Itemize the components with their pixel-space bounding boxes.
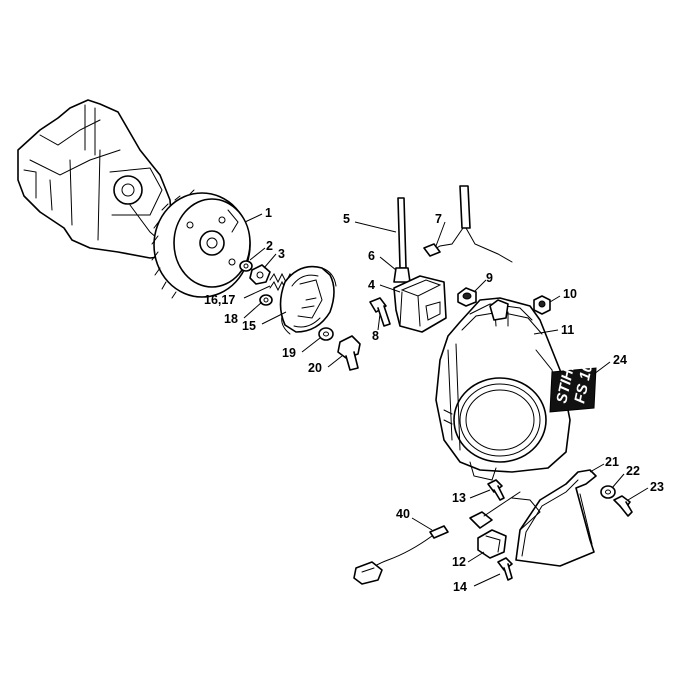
label-22: 22 bbox=[626, 464, 640, 478]
label-24: 24 bbox=[613, 353, 627, 367]
label-18: 18 bbox=[224, 312, 238, 326]
crankcase-part bbox=[17, 99, 173, 259]
label-9: 9 bbox=[486, 271, 493, 285]
label-15: 15 bbox=[242, 319, 256, 333]
label-6: 6 bbox=[368, 249, 375, 263]
label-4: 4 bbox=[368, 278, 375, 292]
leader-lines bbox=[243, 213, 649, 587]
washer-18-part bbox=[259, 294, 273, 306]
label-2: 2 bbox=[266, 239, 273, 253]
label-40: 40 bbox=[396, 507, 410, 521]
label-11: 11 bbox=[561, 323, 574, 337]
label-8: 8 bbox=[372, 329, 379, 343]
screw-23-part bbox=[613, 495, 633, 517]
label-14: 14 bbox=[453, 580, 467, 594]
grommet-10-part bbox=[533, 295, 551, 315]
label-12: 12 bbox=[452, 555, 466, 569]
nut-3-part bbox=[249, 264, 271, 285]
label-21: 21 bbox=[605, 455, 619, 469]
grommet-9-part bbox=[457, 287, 477, 307]
switch-part bbox=[469, 491, 521, 559]
label-5: 5 bbox=[343, 212, 350, 226]
label-20: 20 bbox=[308, 361, 322, 375]
washer-22-part bbox=[600, 485, 616, 499]
part-labels: 1 2 3 16,17 18 15 19 20 5 6 7 4 8 9 10 1… bbox=[204, 206, 664, 594]
decal-part: STIHL FS 108 bbox=[549, 353, 598, 413]
label-10: 10 bbox=[563, 287, 577, 301]
screw-8-part bbox=[369, 297, 391, 327]
label-1: 1 bbox=[265, 206, 272, 220]
fan-housing-part bbox=[435, 297, 571, 481]
label-13: 13 bbox=[452, 491, 466, 505]
label-23: 23 bbox=[650, 480, 664, 494]
clutch-part bbox=[279, 265, 337, 335]
washer-2-part bbox=[239, 260, 253, 272]
shoulder-screw-part bbox=[337, 335, 361, 371]
ground-wire-part bbox=[353, 525, 449, 585]
label-7: 7 bbox=[435, 212, 442, 226]
washer-19-part bbox=[318, 327, 334, 341]
label-16-17: 16,17 bbox=[204, 293, 235, 307]
spark-plug-lead-part bbox=[397, 197, 407, 269]
ignition-module-part bbox=[393, 275, 447, 333]
screw-13-part bbox=[487, 479, 505, 501]
flywheel-part bbox=[151, 189, 251, 299]
label-19: 19 bbox=[282, 346, 296, 360]
short-circuit-wire-part bbox=[423, 185, 513, 263]
bracket-part bbox=[511, 469, 597, 567]
label-3: 3 bbox=[278, 247, 285, 261]
boot-part bbox=[393, 267, 411, 283]
screw-14-part bbox=[497, 557, 513, 581]
